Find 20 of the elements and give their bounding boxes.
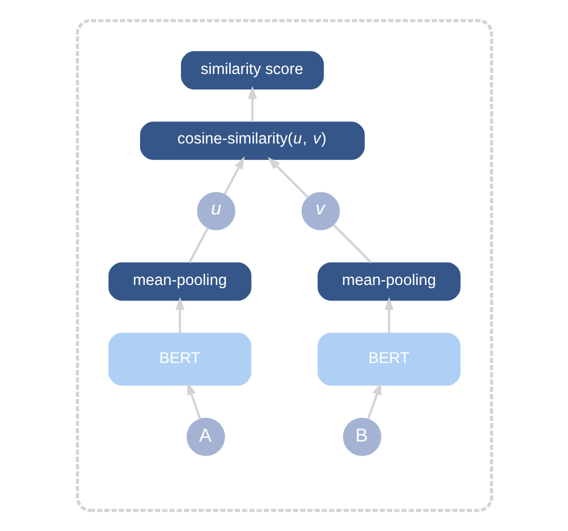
node-circle: v: [301, 192, 340, 230]
node-box: cosine-similarity(u, v): [140, 122, 364, 160]
node-circle: u: [196, 192, 235, 230]
arrow: [267, 157, 308, 198]
node-circle: A: [186, 418, 224, 456]
connector: [332, 224, 372, 264]
arrow: [366, 382, 381, 420]
node-box: mean-pooling: [317, 262, 460, 301]
node-box: mean-pooling: [108, 262, 251, 301]
node-circle: B: [342, 418, 381, 456]
arrow: [186, 382, 201, 420]
arrow: [247, 86, 256, 122]
node-box: BERT: [108, 332, 251, 386]
arrow: [223, 156, 244, 195]
arrow: [384, 297, 394, 333]
cluster: [75, 19, 493, 512]
node-box: similarity score: [180, 51, 324, 90]
arrow: [174, 297, 184, 333]
node-box: BERT: [317, 332, 460, 386]
connector: [188, 227, 208, 264]
